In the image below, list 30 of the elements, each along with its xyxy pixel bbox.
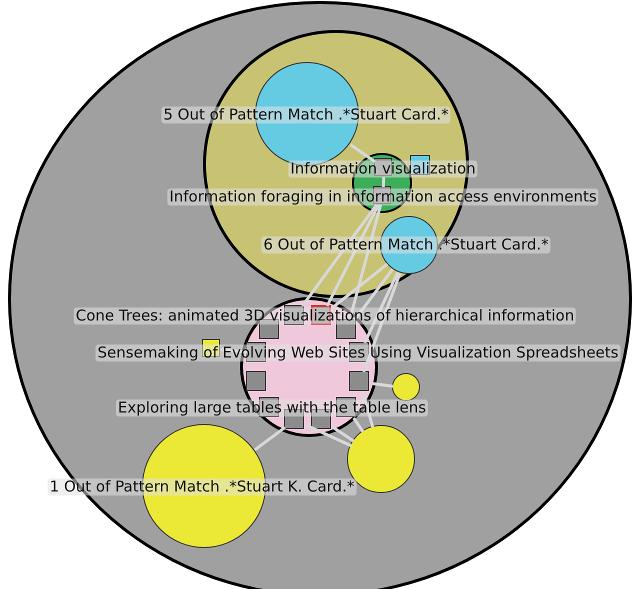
node-square [202, 339, 220, 357]
connector-line [304, 423, 352, 448]
node-square [246, 371, 266, 391]
connector-line [361, 392, 374, 428]
node-label: Exploring large tables with the table lens [116, 400, 428, 416]
node-square [336, 319, 356, 339]
connector-line [382, 176, 386, 188]
node-label: 1 Out of Pattern Match .*Stuart K. Card.* [48, 478, 356, 496]
node-square [259, 319, 279, 339]
connector-line [353, 268, 394, 321]
connector-line [350, 144, 376, 163]
connector-line [363, 272, 400, 344]
connector-line [352, 417, 364, 433]
node-square [349, 371, 369, 391]
connector-line [370, 382, 394, 388]
node-circle [380, 216, 438, 274]
node-label: Information visualization [288, 160, 478, 178]
connector-line [220, 348, 248, 354]
connector-line [331, 425, 355, 442]
node-label: 5 Out of Pattern Match .*Stuart Card.* [161, 106, 451, 124]
connector-line [331, 262, 388, 310]
connector-line [326, 204, 380, 307]
connector-line [362, 272, 402, 373]
node-label: Cone Trees: animated 3D visualizations of hierarchical information [74, 308, 576, 324]
node-label: Sensemaking of Evolving Web Sites Using Visualization Spreadsheets [96, 344, 620, 362]
connector-line [301, 204, 378, 307]
node-label: Information foraging in information access environments [167, 188, 599, 206]
node-circle [392, 373, 420, 401]
node-label: 6 Out of Pattern Match .*Stuart Card.* [261, 236, 551, 254]
connector-line [348, 204, 382, 320]
